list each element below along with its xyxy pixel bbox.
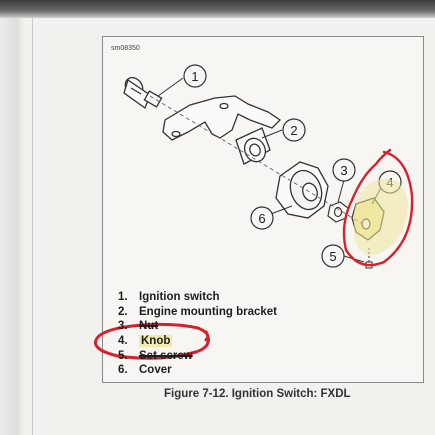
legend-item-number: 5. <box>118 349 128 362</box>
legend-item-label: Cover <box>139 364 172 377</box>
legend-item-number: 1. <box>118 291 128 303</box>
callout-5-circle <box>321 244 345 268</box>
callout-6-circle <box>250 206 274 230</box>
knob-highlight-marker <box>353 178 408 256</box>
callout-3-label: 3 <box>340 163 347 178</box>
engine-mounting-bracket-part <box>162 95 282 165</box>
legend-item-3: 3. Nut <box>118 319 277 334</box>
legend-item-2: 2. Engine mounting bracket <box>118 305 277 320</box>
scan-edge <box>0 0 435 18</box>
callout-1-circle <box>183 64 207 88</box>
parts-legend: 1. Ignition switch 2. Engine mounting brac… <box>118 290 277 378</box>
figure-caption: Figure 7-12. Ignition Switch: FXDL <box>164 388 351 400</box>
legend-item-label: Nut <box>139 320 159 333</box>
legend-item-label: Ignition switch <box>139 291 220 303</box>
book-spine <box>0 18 24 435</box>
callout-6-label: 6 <box>258 211 265 226</box>
legend-item-label: Engine mounting bracket <box>139 305 278 318</box>
legend-item-6: 6. Cover <box>118 363 277 378</box>
legend-item-number: 4. <box>118 335 128 348</box>
legend-item-number: 3. <box>118 320 128 333</box>
legend-item-label: Knob <box>139 335 173 348</box>
assembly-axis <box>149 95 367 227</box>
legend-item-label: Set screw <box>139 349 193 362</box>
callout-1-label: 1 <box>191 69 198 84</box>
callout-2-label: 2 <box>290 123 297 138</box>
page-margin-line <box>32 18 33 435</box>
legend-item-5: 5. Set screw <box>118 349 277 364</box>
legend-item-number: 6. <box>118 364 128 377</box>
legend-item-number: 2. <box>118 305 128 318</box>
callout-5-label: 5 <box>329 249 336 264</box>
legend-item-1: 1. Ignition switch <box>118 290 277 305</box>
legend-knob-red-circle <box>93 322 210 360</box>
knob-red-circle <box>342 148 414 267</box>
figure-id: sm08350 <box>111 45 140 52</box>
nut-part <box>327 201 349 223</box>
ignition-switch-part <box>123 76 163 110</box>
callout-3-circle <box>332 158 356 182</box>
callout-2-circle <box>282 118 306 142</box>
legend-item-4: 4. Knob <box>118 334 277 349</box>
